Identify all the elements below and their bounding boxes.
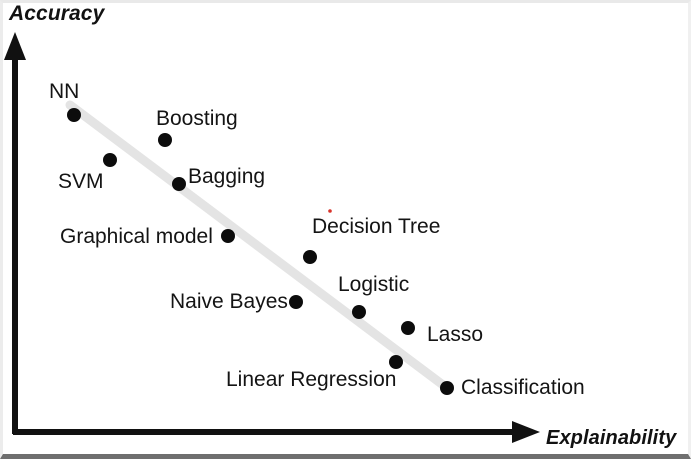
point-label-boosting: Boosting bbox=[156, 107, 238, 130]
trend-line bbox=[65, 100, 452, 393]
data-point-boosting[interactable] bbox=[158, 133, 172, 147]
point-label-naive-bayes: Naive Bayes bbox=[170, 290, 288, 313]
data-point-linear-regression[interactable] bbox=[389, 355, 403, 369]
point-label-classification: Classification bbox=[461, 376, 585, 399]
data-point-naive-bayes[interactable] bbox=[289, 295, 303, 309]
y-axis-arrowhead bbox=[4, 32, 26, 60]
data-point-bagging[interactable] bbox=[172, 177, 186, 191]
point-label-nn: NN bbox=[49, 80, 80, 103]
data-point-lasso[interactable] bbox=[401, 321, 415, 335]
point-label-graphical-model: Graphical model bbox=[60, 225, 213, 248]
y-axis-title: Accuracy bbox=[9, 2, 105, 25]
data-point-decision-tree[interactable] bbox=[303, 250, 317, 264]
x-axis-title: Explainability bbox=[546, 427, 677, 449]
red-speck-artifact bbox=[328, 209, 332, 213]
data-point-nn[interactable] bbox=[67, 108, 81, 122]
data-point-graphical-model[interactable] bbox=[221, 229, 235, 243]
point-label-linear-regression: Linear Regression bbox=[226, 368, 397, 391]
data-point-classification[interactable] bbox=[440, 381, 454, 395]
point-label-lasso: Lasso bbox=[427, 323, 484, 346]
point-label-svm: SVM bbox=[58, 170, 104, 193]
x-axis-arrowhead bbox=[512, 421, 540, 443]
point-label-decision-tree: Decision Tree bbox=[312, 215, 441, 238]
point-label-bagging: Bagging bbox=[188, 165, 266, 188]
point-label-logistic: Logistic bbox=[338, 273, 410, 296]
data-point-svm[interactable] bbox=[103, 153, 117, 167]
data-point-logistic[interactable] bbox=[352, 305, 366, 319]
